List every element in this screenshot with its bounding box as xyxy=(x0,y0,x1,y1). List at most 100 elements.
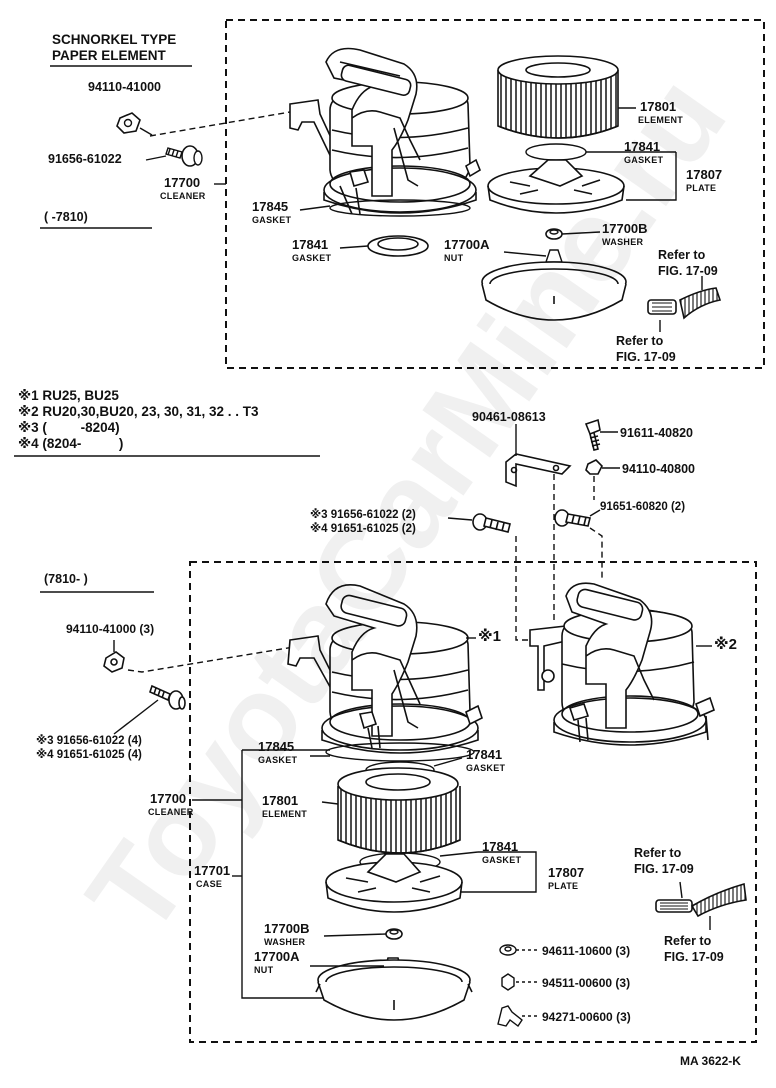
leader-17845-top xyxy=(299,205,331,211)
label-17841-bottom-a-name: GASKET xyxy=(466,763,506,773)
note-3: ※3 ( -8204) xyxy=(18,420,120,435)
label-17841-top-b: 17841 xyxy=(624,139,661,154)
label-ref-bottom-b: Refer to xyxy=(664,934,712,948)
top-cleaner-assembly xyxy=(289,47,481,215)
label-17845-top: 17845 xyxy=(252,199,289,214)
leader-91656-mid xyxy=(447,517,473,521)
label-17807-bottom: 17807 xyxy=(548,865,585,880)
label-ref-bottom-a-fig: FIG. 17-09 xyxy=(634,862,694,876)
label-17700-bottom: 17700 xyxy=(150,791,187,806)
label-17841-top-a-name: GASKET xyxy=(292,253,332,263)
label-17807-bottom-name: PLATE xyxy=(548,881,579,891)
case-bowl-bottom xyxy=(315,957,473,1021)
leader-91656 xyxy=(145,155,167,161)
seal-part-bottom xyxy=(690,882,747,918)
model-notes: ※1 RU25, BU25 ※2 RU20,30,BU20, 23, 30, 3… xyxy=(18,388,259,452)
label-17700a-bottom: 17700A xyxy=(254,949,300,964)
label-17700b-bottom-name: WASHER xyxy=(264,937,306,947)
leader-ref-bottom-a xyxy=(679,881,683,899)
bolt-91656-bottom xyxy=(149,684,186,710)
label-94110-40800: 94110-40800 xyxy=(622,462,695,476)
leader-17700b-top xyxy=(561,231,601,235)
top-range: ( -7810) xyxy=(44,210,88,224)
label-17700-top-name: CLEANER xyxy=(160,191,206,201)
gasket-17845-bottom xyxy=(325,742,475,762)
label-17845-bottom: 17845 xyxy=(258,739,295,754)
bracket-90461 xyxy=(505,453,572,488)
label-17807-top: 17807 xyxy=(686,167,723,182)
label-17845-top-name: GASKET xyxy=(252,215,292,225)
footer-code: MA 3622-K xyxy=(680,1054,741,1068)
bottom-range: (7810- ) xyxy=(44,572,88,586)
label-ref-bottom-b-fig: FIG. 17-09 xyxy=(664,950,724,964)
label-17701-name: CASE xyxy=(196,879,223,889)
nut-94611 xyxy=(499,944,517,956)
label-91656-bottom: ※3 91656-61022 (4) xyxy=(36,735,142,747)
label-17807-top-name: PLATE xyxy=(686,183,717,193)
leader-91656-bottom xyxy=(113,699,159,735)
label-17841-bottom-b: 17841 xyxy=(482,839,519,854)
bracket-17807-top xyxy=(622,151,677,201)
label-17700-top: 17700 xyxy=(164,175,201,190)
bracket-17807-bottom xyxy=(460,851,537,893)
label-17700-bottom-name: CLEANER xyxy=(148,807,194,817)
nut-94110-bottom xyxy=(103,651,125,673)
label-91651-mid: ※4 91651-61025 (2) xyxy=(310,523,416,535)
bolt-91611 xyxy=(584,418,601,451)
label-17700a-bottom-name: NUT xyxy=(254,965,274,975)
note-4: ※4 (8204- ) xyxy=(18,436,124,451)
label-17841-top-a: 17841 xyxy=(292,237,329,252)
label-94110-top: 94110-41000 xyxy=(88,80,161,94)
leader-17841-top-a xyxy=(339,245,369,249)
label-17700b-top-name: WASHER xyxy=(602,237,644,247)
label-17700a-top-name: NUT xyxy=(444,253,464,263)
bolt-91656-mid xyxy=(472,513,511,533)
label-17801-top: 17801 xyxy=(640,99,677,114)
label-ref-bottom-a: Refer to xyxy=(634,846,682,860)
wing-nut-94271 xyxy=(497,1005,523,1028)
header-title: SCHNORKEL TYPE PAPER ELEMENT xyxy=(52,32,176,64)
dash-94110-bottom xyxy=(127,645,301,673)
label-94611: 94611-10600 (3) xyxy=(542,944,631,958)
label-91651-bottom: ※4 91651-61025 (4) xyxy=(36,749,142,761)
marker-1: ※1 xyxy=(478,628,501,645)
label-17700a-top: 17700A xyxy=(444,237,490,252)
gasket-17841-top-left xyxy=(367,235,429,257)
label-17845-bottom-name: GASKET xyxy=(258,755,298,765)
header-line1: SCHNORKEL TYPE xyxy=(52,32,177,47)
label-ref-top-a-fig: FIG. 17-09 xyxy=(658,264,718,278)
case-bowl-top xyxy=(481,261,627,321)
label-17841-top-b-name: GASKET xyxy=(624,155,664,165)
label-17801-bottom-name: ELEMENT xyxy=(262,809,308,819)
label-17700b-bottom: 17700B xyxy=(264,921,310,936)
nut-94110-40800 xyxy=(585,459,603,475)
bolt-91651-60820 xyxy=(554,509,591,527)
bottom-frame xyxy=(189,561,757,1043)
label-17700b-top: 17700B xyxy=(602,221,648,236)
label-ref-top-a: Refer to xyxy=(658,248,706,262)
plate-17807-top xyxy=(487,159,625,214)
marker-2: ※2 xyxy=(714,636,737,653)
leader-17700b-bottom xyxy=(323,933,387,937)
clip-part-bottom-detail xyxy=(660,902,688,910)
gasket-17845-top xyxy=(329,199,471,217)
label-17701: 17701 xyxy=(194,863,231,878)
label-ref-top-b: Refer to xyxy=(616,334,664,348)
label-91651-60820: 91651-60820 (2) xyxy=(600,501,686,513)
label-ref-top-b-fig: FIG. 17-09 xyxy=(616,350,676,364)
label-94511: 94511-00600 (3) xyxy=(542,976,631,990)
clip-part-top-detail xyxy=(652,302,672,312)
top-frame xyxy=(225,19,765,369)
leader-17841-bottom-a xyxy=(433,757,463,767)
leader-17700a-top xyxy=(503,251,547,257)
washer-17700b-bottom xyxy=(385,928,403,940)
label-94110-bottom: 94110-41000 (3) xyxy=(66,622,155,636)
label-17841-bottom-b-name: GASKET xyxy=(482,855,522,865)
leader-94110 xyxy=(139,127,153,136)
dash-right-bolt xyxy=(589,527,603,580)
label-91611: 91611-40820 xyxy=(620,426,693,440)
label-17801-top-name: ELEMENT xyxy=(638,115,684,125)
seal-part-top xyxy=(679,287,722,320)
plate-17807-bottom xyxy=(325,853,463,913)
